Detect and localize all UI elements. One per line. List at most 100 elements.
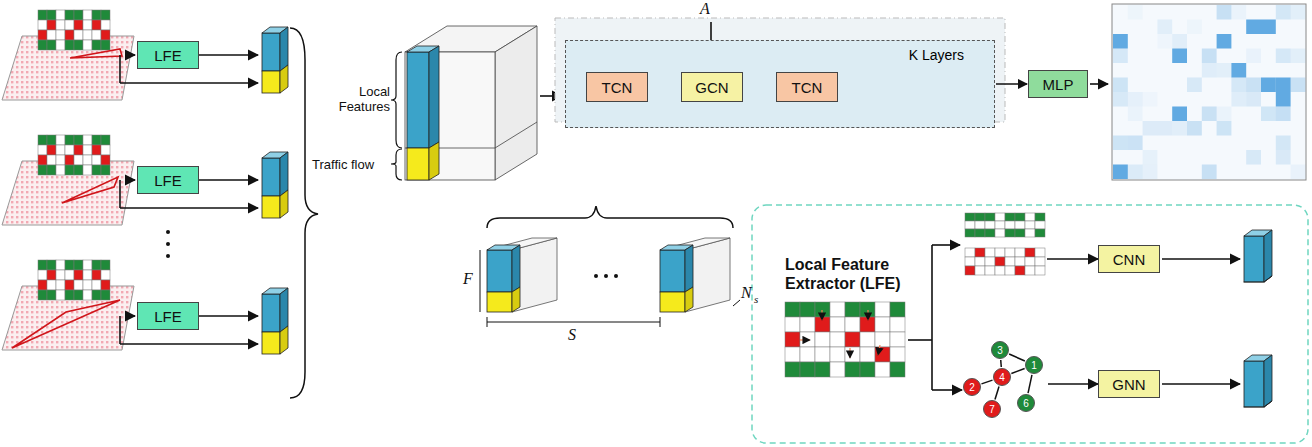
- heatmap-cell: [1231, 63, 1246, 78]
- extractor-panel: Local Feature Extractor (LFE)CNN314276GN…: [752, 205, 1308, 443]
- feature-column-side: [1264, 401, 1272, 407]
- grid-card: [83, 135, 92, 145]
- grid-plane: [2, 161, 134, 225]
- heatmap-cell: [1217, 121, 1232, 136]
- graph-node: 7: [983, 400, 1001, 418]
- heatmap-cell: [1276, 49, 1291, 64]
- grid-card: [985, 266, 995, 275]
- grid-card: [56, 10, 65, 20]
- grid-card: [1035, 266, 1045, 275]
- feature-column: [1244, 407, 1264, 408]
- heatmap-cell: [1217, 5, 1232, 20]
- lfe-grid-cell: [845, 362, 860, 377]
- move-arrow: [878, 345, 880, 355]
- grid-card: [38, 135, 47, 145]
- heatmap-cell: [1172, 49, 1187, 64]
- grid-card: [92, 30, 101, 40]
- heatmap-cell: [1157, 34, 1172, 49]
- arrow: [125, 54, 135, 56]
- heatmap-cell: [1276, 107, 1291, 122]
- feature-column-side: [280, 65, 288, 93]
- feature-column: [1244, 361, 1264, 407]
- heatmap-cell: [1172, 34, 1187, 49]
- brace: [391, 149, 402, 180]
- node-label: 2: [969, 382, 975, 393]
- heatmap-cell: [1113, 34, 1128, 49]
- output-heatmap: [1112, 4, 1306, 180]
- feature-column: [660, 292, 685, 312]
- heatmap-cell: [1246, 92, 1261, 107]
- route-trace: [12, 300, 120, 348]
- grid-card: [83, 270, 92, 280]
- feature-column-side: [1264, 276, 1272, 282]
- grid-card: [74, 20, 83, 30]
- annotation-label: F: [463, 270, 473, 288]
- heatmap-cell: [1187, 20, 1202, 35]
- arrow: [199, 54, 258, 56]
- grid-card: [38, 155, 47, 165]
- grid-card: [65, 260, 74, 270]
- grid-card: [92, 145, 101, 155]
- grid-card: [83, 40, 92, 50]
- arrow: [125, 315, 135, 317]
- ellipsis-dot: [166, 242, 170, 246]
- lfe-grid-cell: [800, 332, 815, 347]
- lfe-grid-cell: [785, 362, 800, 377]
- feature-column: [487, 292, 512, 312]
- grid-card: [101, 10, 110, 20]
- heatmap-cell: [1261, 107, 1276, 122]
- graph-node: 6: [1017, 394, 1035, 412]
- grid-card: [1025, 266, 1035, 275]
- heatmap-cell: [1113, 136, 1128, 151]
- grid-card: [74, 155, 83, 165]
- grid-card: [92, 155, 101, 165]
- feature-column: [262, 158, 280, 196]
- node-label: LFE: [154, 308, 182, 325]
- graph-node: 4: [993, 368, 1011, 386]
- grid-card: [38, 270, 47, 280]
- heatmap-cell: [1113, 49, 1128, 64]
- feature-column-side: [280, 27, 288, 71]
- grid-card: [47, 135, 56, 145]
- node-label: TCN: [792, 79, 823, 96]
- grid-card: [74, 145, 83, 155]
- dimension-line: [733, 300, 740, 306]
- layer-block: K LayersTCNGCNTCN: [565, 40, 995, 128]
- node-label: GCN: [695, 79, 728, 96]
- grid-card: [65, 290, 74, 300]
- feature-column-side: [1264, 355, 1272, 407]
- grid-card: [975, 229, 985, 237]
- heatmap-cell: [1261, 78, 1276, 93]
- lfe-grid-cell: [800, 317, 815, 332]
- arrow: [1047, 258, 1098, 260]
- node-label: 6: [1023, 398, 1029, 409]
- grid-card: [985, 257, 995, 266]
- grid-card: [975, 257, 985, 266]
- feature-column-side: [280, 288, 288, 332]
- heatmap-cell: [1276, 150, 1291, 165]
- grid-plane: [2, 286, 134, 350]
- lfe-grid-cell: [890, 362, 905, 377]
- grid-card: [65, 145, 74, 155]
- annotation-label: Local Features: [336, 84, 390, 114]
- feature-column: [407, 148, 429, 180]
- grid-card: [995, 257, 1005, 266]
- node-label: LFE: [154, 47, 182, 64]
- brace: [391, 52, 402, 148]
- heatmap-cell: [1113, 92, 1128, 107]
- grid-card: [47, 290, 56, 300]
- heatmap-cell: [1128, 92, 1143, 107]
- heatmap-cell: [1172, 107, 1187, 122]
- grid-card: [92, 40, 101, 50]
- grid-card: [92, 290, 101, 300]
- grid-card: [47, 155, 56, 165]
- grid-card: [74, 135, 83, 145]
- heatmap-cell: [1128, 136, 1143, 151]
- grid-card: [1005, 257, 1015, 266]
- grid-card: [56, 280, 65, 290]
- grid-card: [83, 290, 92, 300]
- grid-card: [56, 260, 65, 270]
- heatmap-cell: [1246, 78, 1261, 93]
- grid-card: [985, 221, 995, 229]
- arrow: [199, 315, 258, 317]
